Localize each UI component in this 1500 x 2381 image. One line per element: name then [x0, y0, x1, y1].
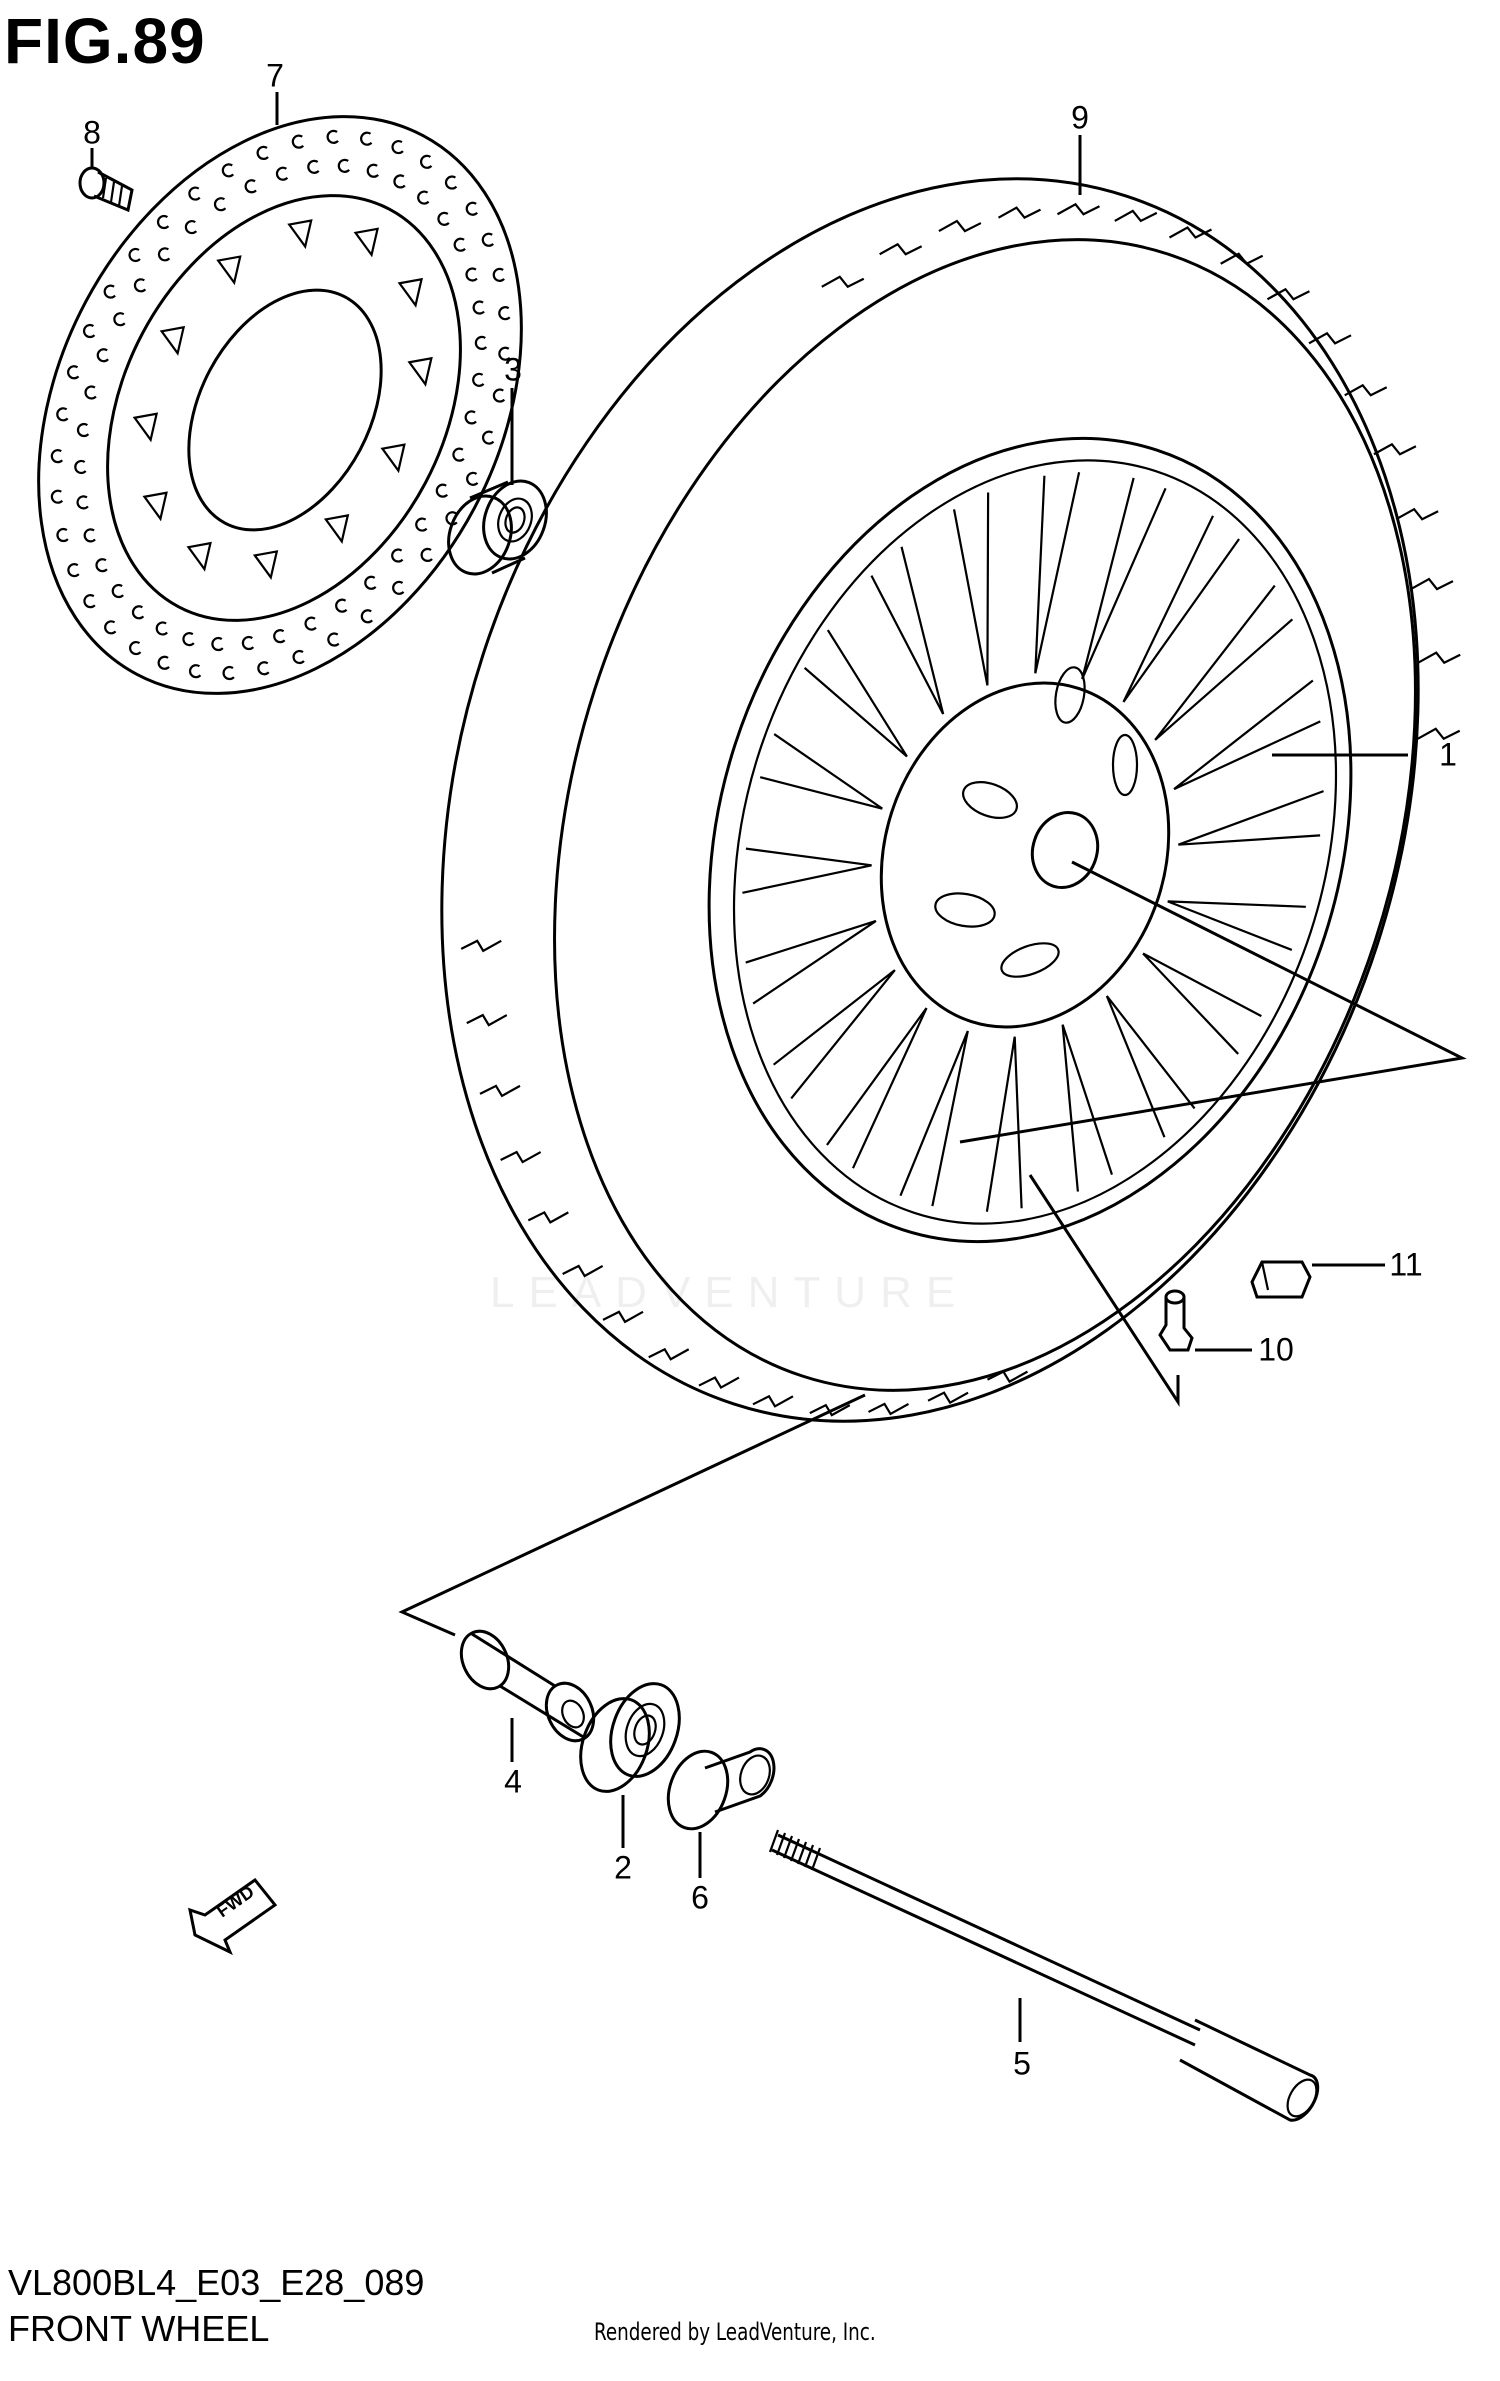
reference-line-upper: [959, 860, 1467, 1144]
callout-1[interactable]: 1: [1439, 736, 1457, 773]
spacer-4[interactable]: [452, 1624, 602, 1749]
callout-2[interactable]: 2: [614, 1849, 632, 1886]
callout-9[interactable]: 9: [1071, 99, 1089, 136]
bearing-3[interactable]: [438, 472, 557, 583]
disc-bolt[interactable]: [78, 166, 134, 213]
reference-line-lower: [1028, 1174, 1180, 1408]
fwd-arrow-icon: FWD: [188, 1877, 278, 1956]
figure-title: FIG.89: [4, 5, 206, 77]
diagram-name: FRONT WHEEL: [8, 2308, 270, 2349]
reference-line-axle: [398, 1393, 866, 1637]
wheel-rim[interactable]: [608, 354, 1451, 1325]
valve-cap[interactable]: [1250, 1260, 1312, 1299]
brake-disc[interactable]: [0, 32, 617, 777]
callout-6[interactable]: 6: [691, 1879, 709, 1916]
callout-5[interactable]: 5: [1013, 2045, 1031, 2082]
collar-6[interactable]: [658, 1743, 776, 1837]
callout-11[interactable]: 11: [1389, 1246, 1423, 1283]
callout-10[interactable]: 10: [1258, 1331, 1294, 1368]
bearing-2[interactable]: [569, 1674, 692, 1801]
front-tire[interactable]: [287, 51, 1500, 1549]
diagram-code: VL800BL4_E03_E28_089: [8, 2262, 425, 2303]
air-valve[interactable]: [1158, 1289, 1194, 1352]
front-axle[interactable]: [768, 1829, 1322, 2122]
callout-4[interactable]: 4: [504, 1763, 522, 1800]
rendered-by-credit: Rendered by LeadVenture, Inc.: [594, 2318, 876, 2346]
svg-text:FWD: FWD: [213, 1881, 258, 1921]
callout-7[interactable]: 7: [266, 57, 284, 94]
callout-3[interactable]: 3: [504, 351, 522, 388]
callout-8[interactable]: 8: [83, 114, 101, 151]
watermark: LEADVENTURE: [490, 1268, 970, 1317]
